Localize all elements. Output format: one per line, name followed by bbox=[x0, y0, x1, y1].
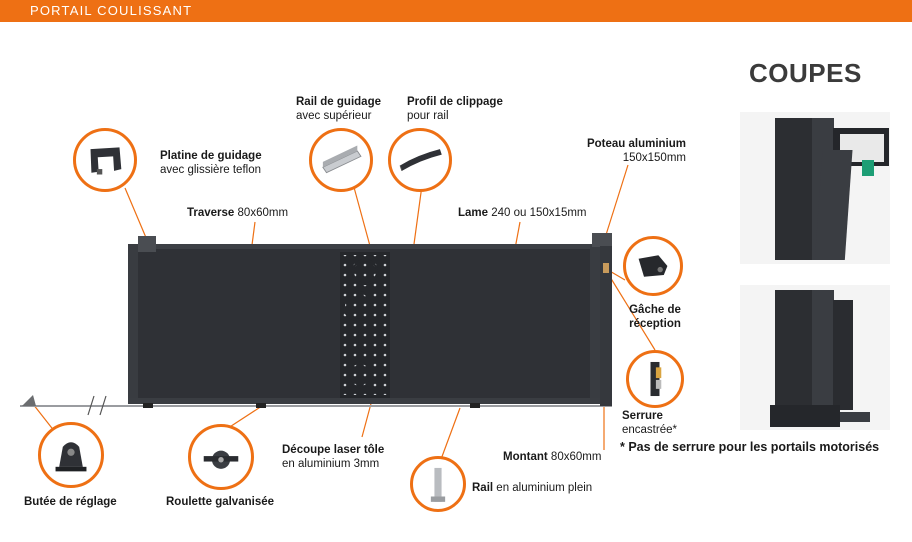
serrure-detail-icon bbox=[626, 350, 684, 408]
butee-detail-icon bbox=[38, 422, 104, 488]
section-photo-top bbox=[740, 112, 890, 264]
header-banner: PORTAIL COULISSANT bbox=[0, 0, 912, 22]
section-title: COUPES bbox=[749, 58, 862, 88]
platine-detail-icon bbox=[73, 128, 137, 192]
label-roulette: Roulette galvanisée bbox=[166, 496, 275, 508]
rail-guidage-detail-icon bbox=[309, 128, 373, 192]
rail-detail-icon bbox=[410, 456, 466, 512]
gate-panel bbox=[128, 233, 612, 408]
label-lame: Lame 240 ou 150x15mm bbox=[458, 207, 587, 219]
rail-line bbox=[20, 395, 612, 416]
gache-detail-icon bbox=[623, 236, 683, 296]
label-traverse: Traverse 80x60mm bbox=[187, 207, 289, 219]
label-montant: Montant 80x60mm bbox=[503, 451, 602, 463]
label-butee: Butée de réglage bbox=[24, 496, 117, 508]
decoupe-detail-icon bbox=[188, 424, 254, 490]
footnote-motorised: * Pas de serrure pour les portails motor… bbox=[620, 440, 880, 454]
section-photo-bottom bbox=[740, 285, 890, 430]
header-title: PORTAIL COULISSANT bbox=[30, 3, 193, 18]
profil-detail-icon bbox=[388, 128, 452, 192]
label-rail: Rail en aluminium plein bbox=[472, 482, 593, 494]
